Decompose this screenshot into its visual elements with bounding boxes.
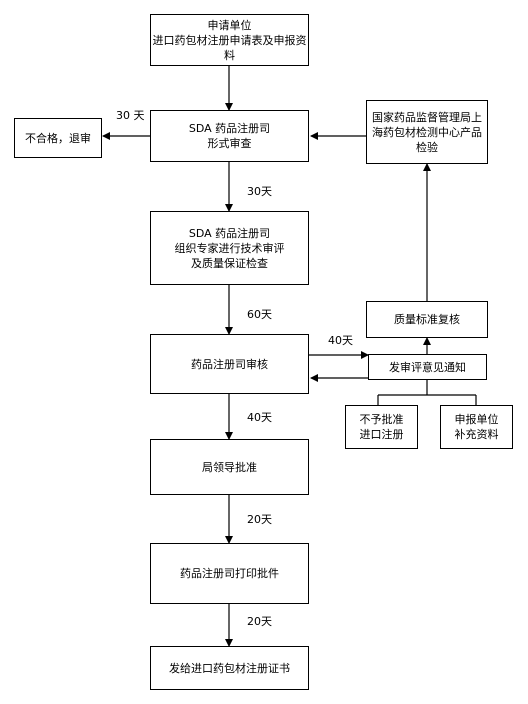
node-print: 药品注册司打印批件 bbox=[150, 543, 309, 604]
node-notice-line1: 发审评意见通知 bbox=[389, 360, 466, 374]
label-40-days: 40天 bbox=[247, 411, 272, 424]
node-expert-line2: 组织专家进行技术审评 bbox=[174, 241, 285, 255]
label-60-days: 60天 bbox=[247, 308, 272, 321]
node-expert-line3: 及质量保证检查 bbox=[191, 256, 268, 270]
node-deny: 不予批准 进口注册 bbox=[345, 405, 418, 449]
node-sda-form-line1: SDA 药品注册司 bbox=[188, 122, 271, 135]
node-supplement: 申报单位 补充资料 bbox=[440, 405, 513, 449]
node-notice: 发审评意见通知 bbox=[368, 354, 487, 380]
node-quality-line1: 质量标准复核 bbox=[394, 313, 460, 326]
node-supplement-line1: 申报单位 bbox=[454, 413, 499, 426]
node-supplement-line2: 补充资料 bbox=[454, 428, 499, 441]
node-sda-form-line2: 形式审查 bbox=[207, 137, 252, 150]
node-review: 药品注册司审核 bbox=[150, 334, 309, 394]
label-30-days: 30天 bbox=[247, 185, 272, 198]
node-expert: SDA 药品注册司 组织专家进行技术审评 及质量保证检查 bbox=[150, 211, 309, 285]
label-20-days-b: 20天 bbox=[247, 615, 272, 628]
node-expert-line1: SDA 药品注册司 bbox=[188, 226, 271, 240]
node-test-center-line3: 检验 bbox=[416, 140, 438, 154]
node-apply-line2: 进口药包材注册申请表及申报资料 bbox=[152, 33, 307, 62]
node-test-center-line1: 国家药品监督管理局上 bbox=[372, 110, 482, 124]
label-20-days-a: 20天 bbox=[247, 513, 272, 526]
node-deny-line2: 进口注册 bbox=[359, 428, 404, 441]
node-test-center-line2: 海药包材检测中心产品 bbox=[372, 125, 482, 139]
label-30-days-reject: 30 天 bbox=[116, 109, 145, 122]
node-review-line1: 药品注册司审核 bbox=[191, 357, 268, 371]
node-print-line1: 药品注册司打印批件 bbox=[180, 567, 279, 580]
node-leader-line1: 局领导批准 bbox=[202, 460, 257, 474]
node-deny-line1: 不予批准 bbox=[359, 413, 404, 426]
node-leader: 局领导批准 bbox=[150, 439, 309, 495]
node-issue-line1: 发给进口药包材注册证书 bbox=[169, 661, 290, 675]
node-issue: 发给进口药包材注册证书 bbox=[150, 646, 309, 690]
node-sda-form: SDA 药品注册司 形式审查 bbox=[150, 110, 309, 162]
node-reject-line1: 不合格，退审 bbox=[25, 131, 91, 145]
node-apply: 申请单位 进口药包材注册申请表及申报资料 bbox=[150, 14, 309, 66]
node-reject: 不合格，退审 bbox=[14, 118, 102, 158]
node-quality: 质量标准复核 bbox=[366, 301, 488, 338]
node-apply-line1: 申请单位 bbox=[207, 18, 252, 32]
label-40-days-notice: 40天 bbox=[328, 334, 353, 347]
node-test-center: 国家药品监督管理局上 海药包材检测中心产品 检验 bbox=[366, 100, 488, 164]
